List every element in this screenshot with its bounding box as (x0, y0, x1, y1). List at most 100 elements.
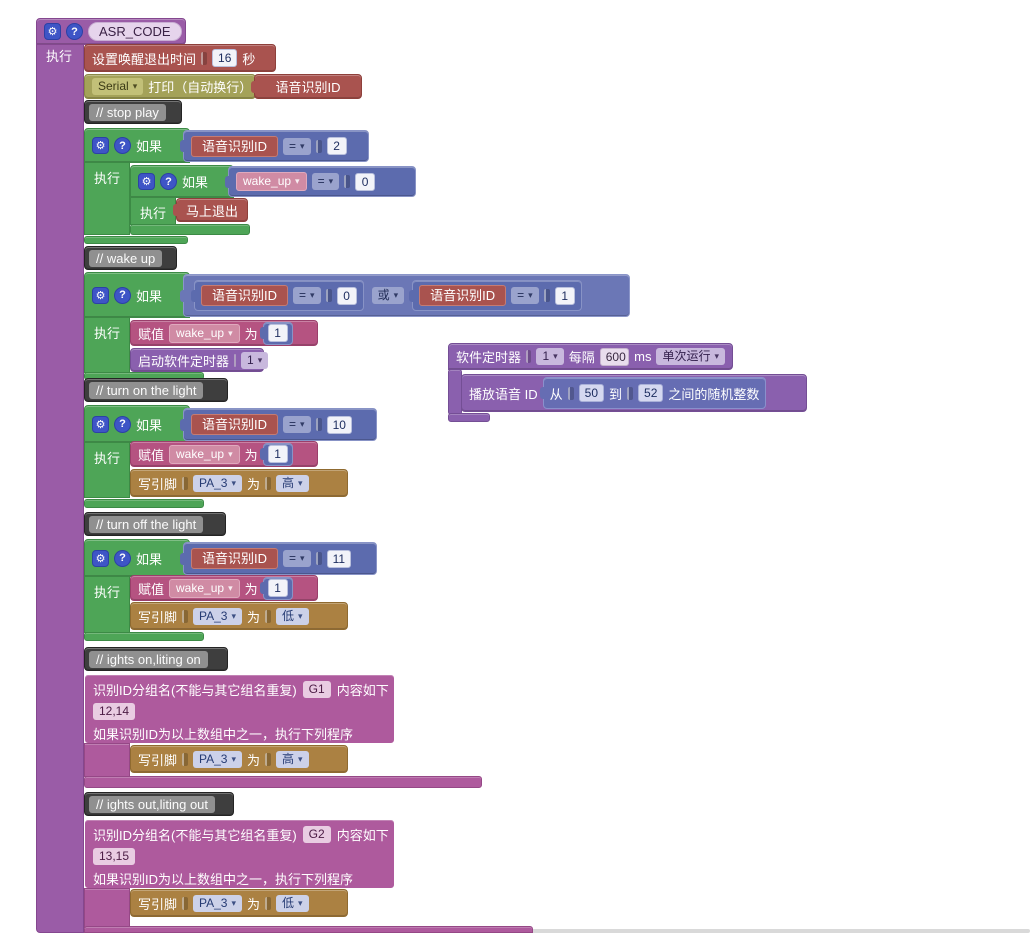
equals-dropdown[interactable]: =▾ (311, 173, 340, 190)
help-icon[interactable]: ? (114, 286, 131, 304)
gear-icon[interactable]: ⚙ (44, 23, 61, 40)
socket (265, 609, 272, 623)
timeout-value-field[interactable]: 16 (212, 49, 238, 67)
start-timer-block[interactable]: 启动软件定时器 1▾ (130, 348, 269, 372)
pin-dropdown[interactable]: PA_3▾ (193, 894, 243, 912)
if2-assign-block[interactable]: 赋值 wake_up▾ 为 1 (130, 320, 318, 346)
comment-turn-on[interactable]: // turn on the light (84, 378, 228, 402)
asr-id-variable[interactable]: 语音识别ID (419, 285, 507, 306)
serial-port-dropdown[interactable]: Serial▾ (92, 78, 144, 95)
random-int-block[interactable]: 从 50 到 52 之间的随机整数 (542, 377, 767, 409)
value-field[interactable]: 11 (326, 549, 352, 568)
help-icon[interactable]: ? (66, 23, 83, 40)
from-value-field[interactable]: 50 (578, 384, 604, 402)
equals-dropdown[interactable]: =▾ (283, 550, 311, 567)
if4-condition-block[interactable]: 语音识别ID =▾ 11 (183, 542, 377, 575)
wake-up-variable-dropdown[interactable]: wake_up▾ (169, 578, 240, 598)
if2-block-header[interactable]: ⚙ ? 如果 (84, 272, 190, 318)
comment-turn-off[interactable]: // turn off the light (84, 512, 226, 536)
value-field[interactable]: 1 (267, 324, 288, 342)
run-mode-dropdown[interactable]: 单次运行▾ (656, 348, 725, 365)
assign-value-block[interactable]: 1 (262, 442, 293, 466)
exit-immediately-block[interactable]: 马上退出 (176, 198, 248, 222)
write-pin-block[interactable]: 写引脚 PA_3▾ 为 高▾ (130, 745, 348, 773)
asr-id-variable[interactable]: 语音识别ID (191, 414, 279, 435)
if1-block-header[interactable]: ⚙ ? 如果 (84, 128, 190, 163)
value-field[interactable]: 0 (355, 172, 376, 191)
if4-block-header[interactable]: ⚙ ? 如果 (84, 539, 190, 577)
timer-id-dropdown[interactable]: 1▾ (241, 351, 269, 369)
if1-condition-block[interactable]: 语音识别ID =▾ 2 (183, 130, 369, 162)
assign-value-block[interactable]: 1 (262, 576, 293, 600)
level-dropdown[interactable]: 低▾ (276, 894, 309, 912)
comment-wake-up[interactable]: // wake up (84, 246, 177, 270)
group-name-field[interactable]: G1 (302, 680, 331, 698)
software-timer-block[interactable]: 软件定时器 1▾ 每隔 600 ms 单次运行▾ (448, 343, 733, 370)
help-icon[interactable]: ? (160, 173, 177, 190)
gear-icon[interactable]: ⚙ (92, 415, 109, 433)
value-field[interactable]: 10 (326, 415, 352, 434)
timer-id-dropdown[interactable]: 1▾ (536, 348, 564, 365)
help-icon[interactable]: ? (114, 549, 131, 567)
group-ids-field[interactable]: 13,15 (93, 847, 136, 865)
gear-icon[interactable]: ⚙ (138, 173, 155, 190)
or-dropdown[interactable]: 或▾ (371, 287, 405, 304)
program-block-header[interactable]: ⚙ ? ASR_CODE (36, 18, 186, 45)
if1-nested-condition-block[interactable]: wake_up▾ =▾ 0 (228, 166, 416, 197)
gear-icon[interactable]: ⚙ (92, 137, 109, 154)
set-wake-timeout-block[interactable]: 设置唤醒退出时间 16 秒 (84, 44, 276, 72)
if2-condition-a[interactable]: 语音识别ID =▾ 0 (194, 280, 364, 311)
equals-dropdown[interactable]: =▾ (511, 287, 539, 304)
asr-id-variable[interactable]: 语音识别ID (201, 285, 289, 306)
level-dropdown[interactable]: 高▾ (276, 750, 309, 768)
horizontal-scrollbar[interactable] (95, 929, 1030, 933)
group-name-field[interactable]: G2 (302, 825, 331, 843)
asr-id-value-block[interactable]: 语音识别ID (254, 74, 362, 99)
equals-dropdown[interactable]: =▾ (283, 416, 311, 433)
if2-condition-b[interactable]: 语音识别ID =▾ 1 (412, 280, 582, 311)
equals-dropdown[interactable]: =▾ (293, 287, 321, 304)
if1-nested-block-header[interactable]: ⚙ ? 如果 (130, 165, 234, 198)
value-field[interactable]: 1 (554, 286, 575, 305)
asr-id-variable[interactable]: 语音识别ID (191, 548, 279, 569)
value-field[interactable]: 1 (267, 579, 288, 597)
write-pin-block[interactable]: 写引脚 PA_3▾ 为 高▾ (130, 469, 348, 497)
if3-block-header[interactable]: ⚙ ? 如果 (84, 405, 190, 443)
comment-stop-play[interactable]: // stop play (84, 100, 182, 124)
assign-to-label: 为 (244, 447, 258, 463)
write-pin-block[interactable]: 写引脚 PA_3▾ 为 低▾ (130, 889, 348, 917)
play-voice-block[interactable]: 播放语音 ID 从 50 到 52 之间的随机整数 (461, 374, 807, 412)
level-dropdown[interactable]: 低▾ (276, 607, 309, 625)
assign-value-block[interactable]: 1 (262, 321, 293, 345)
group-ids-field[interactable]: 12,14 (93, 702, 136, 720)
if3-assign-block[interactable]: 赋值 wake_up▾ 为 1 (130, 441, 318, 467)
level-dropdown[interactable]: 高▾ (276, 474, 309, 492)
comment-lights-on[interactable]: // ights on,liting on (84, 647, 228, 671)
serial-print-block[interactable]: Serial▾ 打印（自动换行） (84, 74, 256, 99)
gear-icon[interactable]: ⚙ (92, 549, 109, 567)
asr-id-variable[interactable]: 语音识别ID (191, 135, 279, 157)
id-group-block-g2[interactable]: 识别ID分组名(不能与其它组名重复) G2 内容如下 13,15 如果识别ID为… (84, 819, 395, 889)
pin-dropdown[interactable]: PA_3▾ (193, 474, 243, 492)
help-icon[interactable]: ? (114, 415, 131, 433)
program-title[interactable]: ASR_CODE (88, 22, 182, 41)
help-icon[interactable]: ? (114, 137, 131, 154)
equals-dropdown[interactable]: =▾ (283, 137, 311, 155)
if3-condition-block[interactable]: 语音识别ID =▾ 10 (183, 408, 377, 441)
if2-or-condition-block[interactable]: 语音识别ID =▾ 0 或▾ 语音识别ID =▾ 1 (183, 274, 630, 317)
value-field[interactable]: 1 (267, 445, 288, 463)
value-field[interactable]: 0 (336, 286, 357, 305)
wake-up-variable-dropdown[interactable]: wake_up▾ (236, 172, 307, 191)
to-value-field[interactable]: 52 (638, 384, 664, 402)
wake-up-variable-dropdown[interactable]: wake_up▾ (169, 323, 240, 343)
interval-field[interactable]: 600 (599, 347, 630, 366)
wake-up-variable-dropdown[interactable]: wake_up▾ (169, 444, 240, 464)
comment-lights-out[interactable]: // ights out,liting out (84, 792, 234, 816)
pin-dropdown[interactable]: PA_3▾ (193, 750, 243, 768)
id-group-block-g1[interactable]: 识别ID分组名(不能与其它组名重复) G1 内容如下 12,14 如果识别ID为… (84, 674, 395, 744)
value-field[interactable]: 2 (326, 137, 347, 155)
write-pin-block[interactable]: 写引脚 PA_3▾ 为 低▾ (130, 602, 348, 630)
pin-dropdown[interactable]: PA_3▾ (193, 607, 243, 625)
gear-icon[interactable]: ⚙ (92, 286, 109, 304)
if4-assign-block[interactable]: 赋值 wake_up▾ 为 1 (130, 575, 318, 601)
